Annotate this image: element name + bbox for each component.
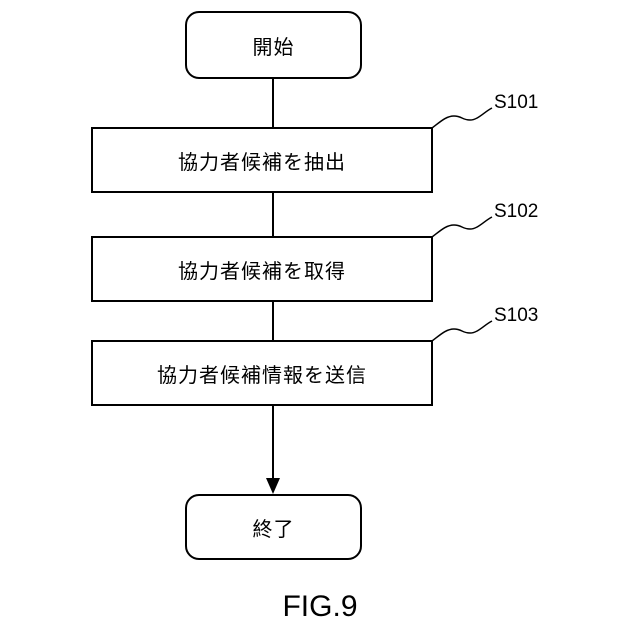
- step-s103-text: 協力者候補情報を送信: [157, 359, 367, 388]
- arrowhead-to-end: [266, 478, 280, 494]
- figure-caption: FIG.9: [0, 590, 640, 624]
- leader-s103: [432, 321, 492, 341]
- step-s102: 協力者候補を取得: [91, 236, 433, 302]
- start-node: 開始: [185, 11, 362, 79]
- step-s102-text: 協力者候補を取得: [178, 255, 346, 284]
- leader-s101: [432, 108, 492, 128]
- step-s101-label: S101: [494, 92, 538, 114]
- leader-s102: [432, 217, 492, 237]
- step-s101: 協力者候補を抽出: [91, 127, 433, 193]
- end-label: 終了: [253, 513, 295, 542]
- step-s102-label: S102: [494, 201, 538, 223]
- step-s103: 協力者候補情報を送信: [91, 340, 433, 406]
- start-label: 開始: [253, 31, 295, 60]
- step-s101-text: 協力者候補を抽出: [178, 146, 346, 175]
- end-node: 終了: [185, 494, 362, 560]
- step-s103-label: S103: [494, 305, 538, 327]
